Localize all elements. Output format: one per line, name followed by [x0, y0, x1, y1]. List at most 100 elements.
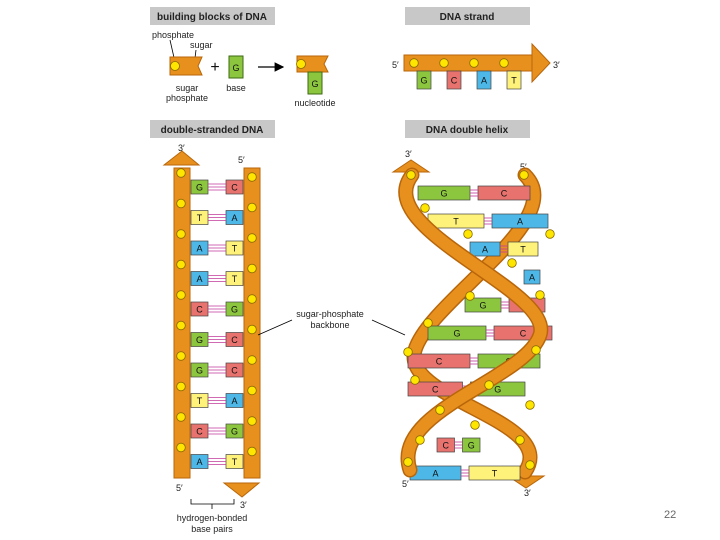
base-left: G — [190, 332, 209, 347]
helix-base-left: G — [427, 325, 487, 341]
base-letter: A — [517, 217, 523, 227]
phosphate-dot — [545, 229, 555, 239]
sugar-phosphate-unit — [169, 56, 203, 76]
phosphate-dot — [247, 355, 257, 365]
base-letter: G — [232, 63, 239, 73]
base-letter: G — [231, 427, 238, 437]
phosphate-dot — [176, 412, 186, 422]
phosphate-dot — [247, 416, 257, 426]
hbond-label-2: base pairs — [191, 524, 233, 534]
base-right: C — [225, 362, 244, 378]
base-letter: G — [231, 305, 238, 315]
phosphate-dot — [176, 290, 186, 300]
base-letter: C — [451, 76, 458, 86]
phosphate-dot — [465, 291, 475, 301]
base-right: A — [225, 210, 244, 225]
helix-base-right: A — [523, 269, 541, 285]
base-letter: T — [492, 469, 498, 479]
strand-arrow — [531, 42, 551, 84]
helix-base-left: A — [469, 241, 501, 257]
building-blocks-panel: phosphate sugar sugar phosphate + G base… — [152, 30, 336, 108]
helix-bottom-left: 5′ — [402, 479, 409, 489]
base-letter: C — [436, 357, 443, 367]
base-right: G — [225, 423, 244, 439]
sugar-phosphate-label-2: phosphate — [166, 93, 208, 103]
base-left: A — [190, 454, 209, 469]
base-letter: C — [196, 305, 203, 315]
strand-end-5: 5′ — [392, 60, 399, 70]
phosphate-dot — [463, 229, 473, 239]
base-letter: G — [494, 385, 501, 395]
phosphate-dot — [515, 435, 525, 445]
base-letter: C — [196, 427, 203, 437]
base-left: G — [190, 179, 209, 195]
base-left: G — [190, 362, 209, 378]
panel-title: DNA strand — [440, 12, 495, 23]
base-left: T — [190, 393, 209, 408]
ds-arrow-down — [222, 482, 261, 498]
base-right: T — [225, 454, 244, 469]
phosphate-dot — [525, 460, 535, 470]
phosphate-dot — [176, 351, 186, 361]
base-left: C — [190, 301, 209, 317]
plus-sign: + — [210, 59, 219, 76]
helix-rung: A — [523, 269, 541, 285]
base-letter: A — [529, 273, 535, 283]
base-letter: A — [196, 457, 202, 467]
phosphate-dot — [531, 345, 541, 355]
backbone-callout: sugar-phosphate backbone — [257, 309, 406, 336]
panel-title: building blocks of DNA — [157, 12, 267, 23]
helix-base-left: T — [427, 213, 485, 229]
phosphate-dot — [535, 290, 545, 300]
phosphate-dot — [507, 258, 517, 268]
ds-bottom-right: 3′ — [240, 500, 247, 510]
panel-title: DNA double helix — [426, 125, 509, 136]
base-letter: G — [196, 183, 203, 193]
strand-backbone — [403, 54, 533, 72]
strand-base: G — [416, 70, 432, 90]
ds-top-left: 3′ — [178, 143, 185, 153]
base-letter: A — [231, 396, 237, 406]
strand-base: T — [506, 70, 522, 90]
base-letter: G — [440, 189, 447, 199]
backbone-label-1: sugar-phosphate — [296, 309, 364, 319]
panel-title: double-stranded DNA — [161, 125, 264, 136]
base-letter: G — [420, 76, 427, 86]
base-letter: G — [468, 441, 475, 451]
base-letter: A — [231, 213, 237, 223]
base-letter: T — [232, 274, 238, 284]
phosphate-dot — [247, 385, 257, 396]
base-letter: C — [443, 441, 450, 451]
nucleotide-backbone — [296, 55, 329, 73]
base-letter: C — [520, 329, 527, 339]
sugar-phosphate-label-1: sugar — [176, 83, 199, 93]
phosphate-dot — [247, 202, 257, 213]
phosphate-dot — [410, 375, 420, 385]
phosphate-dot — [247, 263, 257, 274]
panel-header-dna-strand: DNA strand — [405, 7, 530, 25]
page-number: 22 — [664, 509, 677, 521]
ds-top-right: 5′ — [238, 155, 245, 165]
helix-base-left: C — [407, 353, 471, 369]
helix-bottom-right: 3′ — [524, 488, 531, 498]
base-letter: T — [453, 217, 459, 227]
phosphate-dot — [409, 58, 419, 68]
base-right: T — [225, 271, 244, 286]
strand-end-3: 3′ — [553, 60, 560, 70]
phosphate-dot — [403, 347, 413, 357]
base-letter: C — [231, 335, 238, 345]
phosphate-dot — [247, 233, 257, 243]
base-letter: T — [520, 245, 526, 255]
base-letter: C — [432, 385, 439, 395]
